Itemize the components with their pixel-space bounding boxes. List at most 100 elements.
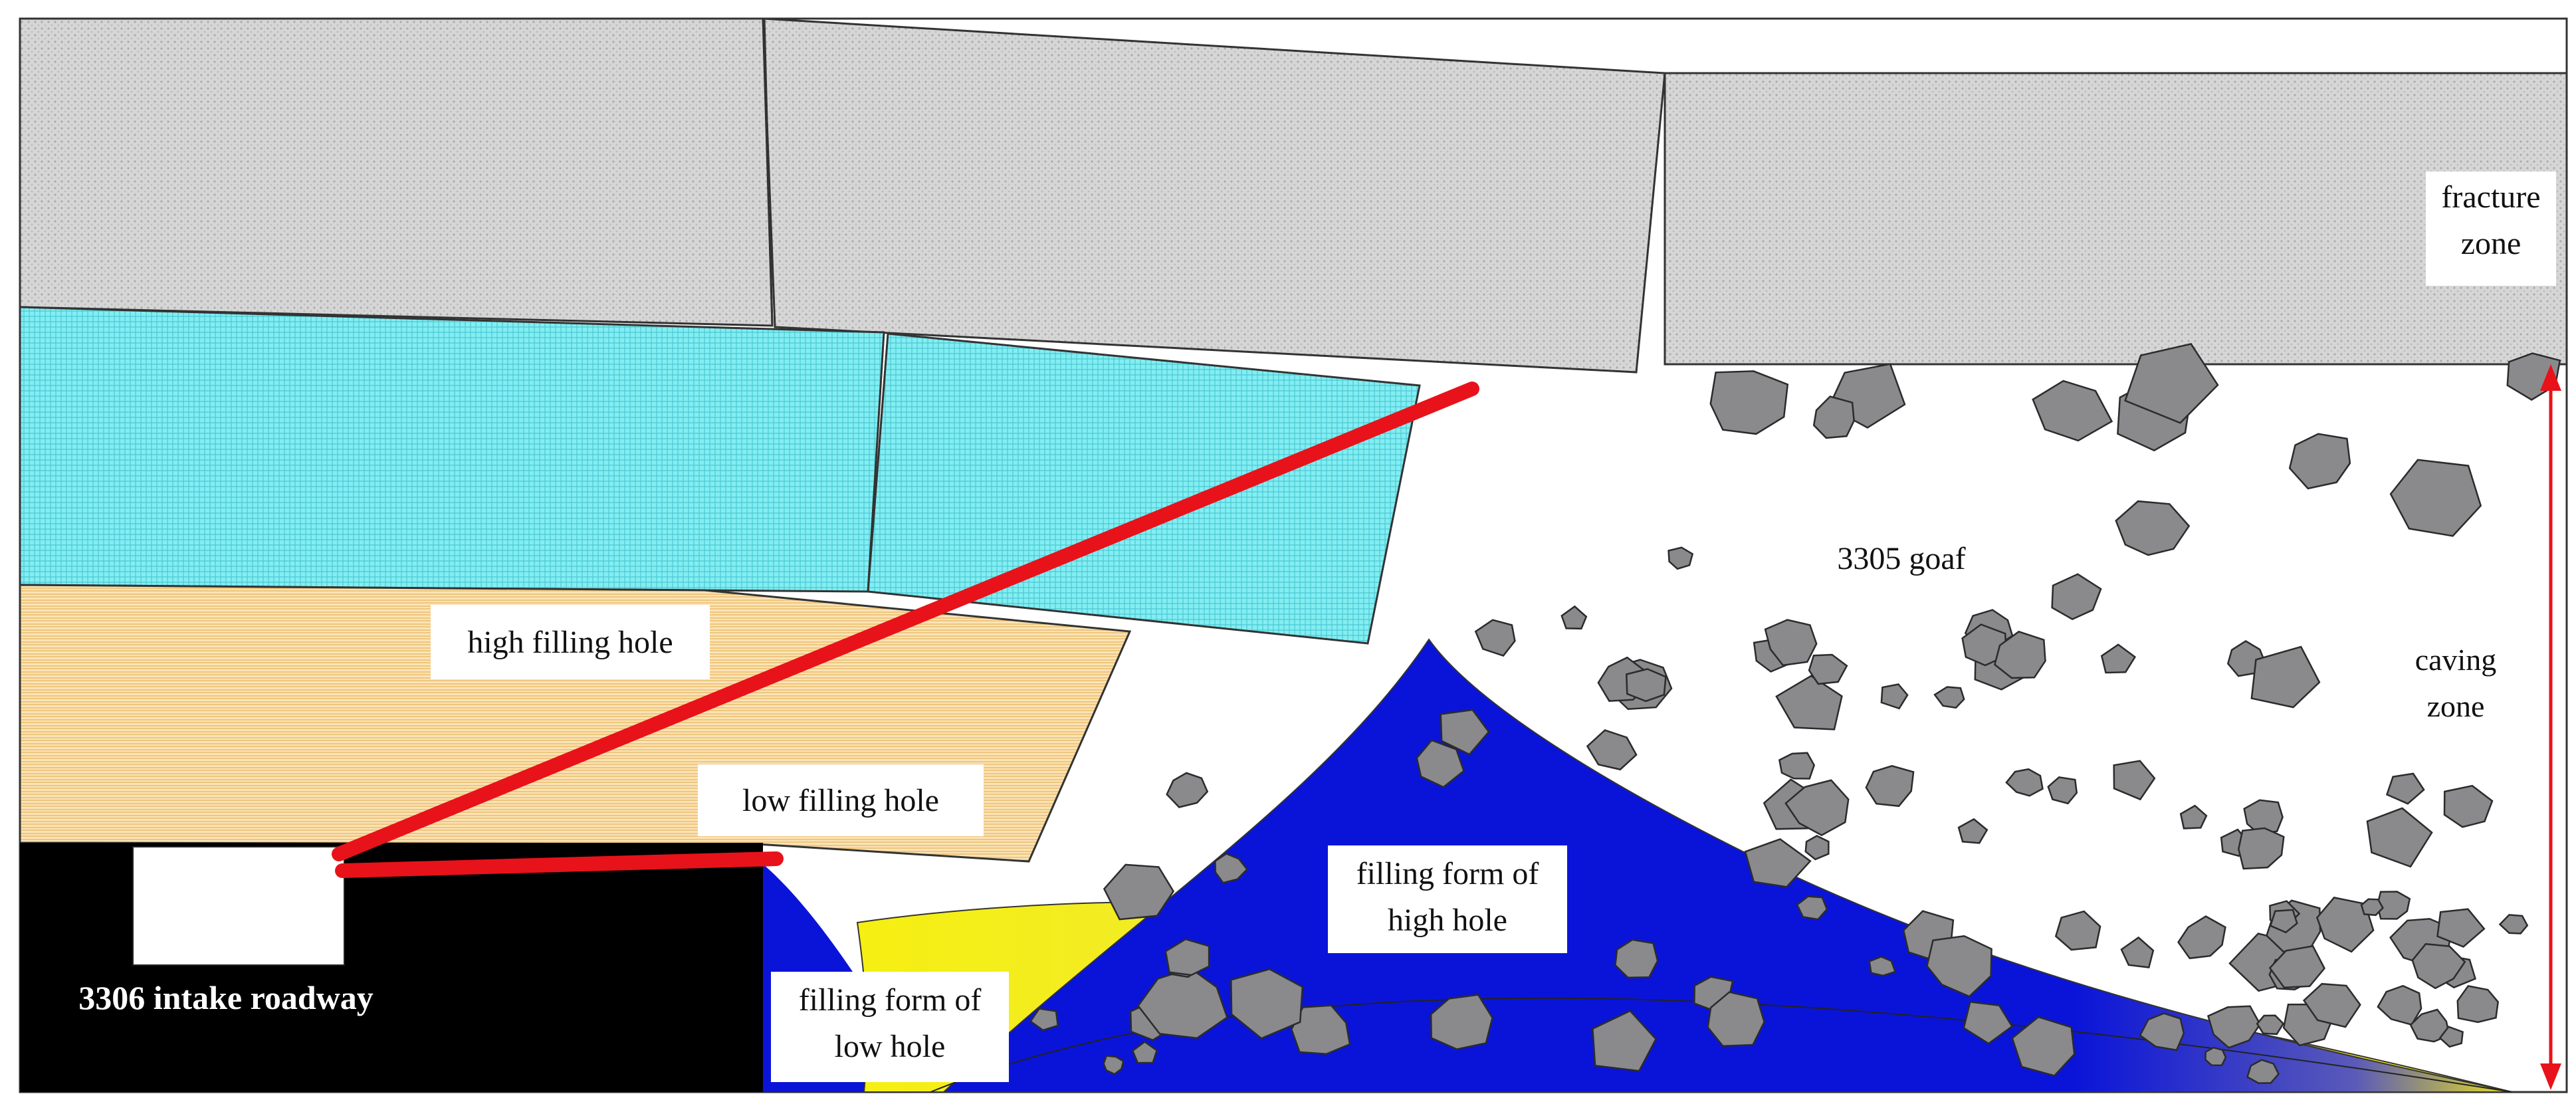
- rock-fragment: [1474, 619, 1516, 657]
- rock-fragment: [2385, 772, 2425, 805]
- rock-fragment: [1430, 994, 1493, 1050]
- rock-fragment: [2409, 1008, 2451, 1043]
- rock-fragment: [2051, 573, 2102, 621]
- rock-fragment: [1778, 752, 1816, 780]
- rock-fragment: [1804, 835, 1830, 861]
- rock-fragment: [2498, 914, 2529, 935]
- low-hole-box: [698, 764, 984, 836]
- rock-fragment: [2120, 936, 2155, 968]
- rock-fragment: [1131, 1040, 1158, 1064]
- filling-boundary: [930, 997, 2513, 1093]
- rock-fragment: [2302, 982, 2361, 1028]
- high-form-box: [1328, 845, 1567, 953]
- rock-fragment: [1614, 939, 1659, 979]
- rock-fragment: [2366, 807, 2433, 868]
- rock-fragment: [1963, 1001, 2014, 1045]
- high-hole-box: [431, 605, 710, 679]
- rock-fragment: [2139, 1012, 2185, 1052]
- rock-fragment: [1416, 739, 1465, 788]
- rock-fragment: [2411, 942, 2466, 990]
- caving-zone-arrow: [2540, 364, 2561, 1090]
- upper-strata: [19, 306, 1421, 645]
- rock-fragment: [1796, 895, 1828, 921]
- rock-fragment: [1868, 956, 1897, 977]
- rock-fragment: [2288, 433, 2351, 490]
- low-filling-hole-line: [335, 851, 784, 878]
- rock-fragment: [2054, 910, 2101, 951]
- rock-fragment: [1812, 395, 1855, 439]
- rock-fragment: [1214, 852, 1249, 884]
- rock-fragment: [2269, 909, 2298, 934]
- strata-block: [762, 17, 1666, 374]
- rock-fragment: [2243, 799, 2284, 835]
- rock-fragment: [1933, 686, 1965, 709]
- arrow-head-top: [2540, 364, 2561, 391]
- rock-fragment: [1667, 546, 1694, 570]
- rock-fragment: [1560, 605, 1588, 630]
- rock-fragment: [2177, 915, 2226, 960]
- rock-fragment: [1166, 772, 1209, 808]
- rock-fragment: [1865, 764, 1915, 808]
- rock-fragment: [2238, 827, 2285, 870]
- rock-fragment: [1775, 675, 1843, 730]
- rock-fragment: [2100, 643, 2137, 674]
- rock-fragment: [2360, 898, 2384, 917]
- filling-holes: [332, 382, 1479, 878]
- low-hole-form-label: low hole: [835, 1029, 946, 1064]
- high-hole-filling: [942, 638, 2513, 1093]
- rock-fragment: [1764, 619, 1818, 667]
- rock-fragment: [2456, 985, 2500, 1024]
- caved-rocks: [1029, 342, 2561, 1084]
- rock-fragment: [1926, 935, 1992, 998]
- roadway-opening: [132, 846, 345, 966]
- goaf-label: 3305 goaf: [1837, 541, 1965, 576]
- rock-fragment: [2115, 500, 2191, 556]
- rock-fragment: [2011, 1016, 2076, 1077]
- rock-fragment: [1880, 683, 1909, 710]
- high-filling-hole-line: [332, 382, 1479, 861]
- rock-fragment: [1230, 968, 1304, 1040]
- labels: fracture zone caving zone 3305 goaf high…: [78, 171, 2556, 1082]
- caving-zone-box: [2401, 630, 2511, 740]
- rock-fragment: [1440, 709, 1490, 756]
- high-hole-form-label: filling form of: [1356, 856, 1539, 891]
- fracture-zone-label: fracture: [2441, 179, 2540, 215]
- rock-fragment: [2443, 784, 2494, 828]
- rock-fragment: [1136, 967, 1228, 1040]
- high-filling-hole-label: high filling hole: [467, 625, 673, 660]
- caving-zone-label: caving: [2415, 643, 2497, 677]
- fracture-zone-strata: [19, 17, 2568, 374]
- rock-fragment: [1784, 779, 1850, 837]
- rock-fragment: [2179, 804, 2208, 830]
- rock-fragment: [2032, 380, 2113, 442]
- rock-fragment: [2047, 776, 2078, 805]
- rock-fragment: [2436, 908, 2486, 948]
- rock-fragment: [2377, 984, 2422, 1026]
- high-hole-form-label: high hole: [1388, 903, 1507, 938]
- rock-fragment: [1707, 991, 1765, 1047]
- rock-fragment: [1744, 838, 1812, 888]
- rock-fragment: [2376, 891, 2411, 920]
- strata-block: [19, 17, 774, 327]
- fracture-zone-box: [2426, 171, 2556, 286]
- rock-fragment: [2250, 645, 2321, 709]
- rock-fragment: [2113, 760, 2156, 801]
- rock-fragment: [2124, 342, 2219, 424]
- rock-fragment: [1103, 1055, 1125, 1075]
- rock-fragment: [2438, 1026, 2464, 1048]
- roadway-block: [20, 843, 763, 1092]
- rock-fragment: [1957, 818, 1988, 844]
- rock-fragment: [1709, 370, 1789, 435]
- rock-fragment: [2389, 459, 2482, 537]
- rock-fragment: [1164, 938, 1210, 976]
- arrow-head-bottom: [2540, 1063, 2561, 1090]
- rock-fragment: [1592, 1010, 1658, 1072]
- rock-fragment: [1103, 863, 1175, 921]
- rock-fragment: [2315, 897, 2375, 953]
- low-hole-form-label: filling form of: [799, 982, 982, 1018]
- fracture-zone-label: zone: [2461, 226, 2522, 261]
- strata-block: [867, 332, 1421, 645]
- rock-fragment: [1993, 630, 2046, 679]
- strata-block: [19, 306, 885, 593]
